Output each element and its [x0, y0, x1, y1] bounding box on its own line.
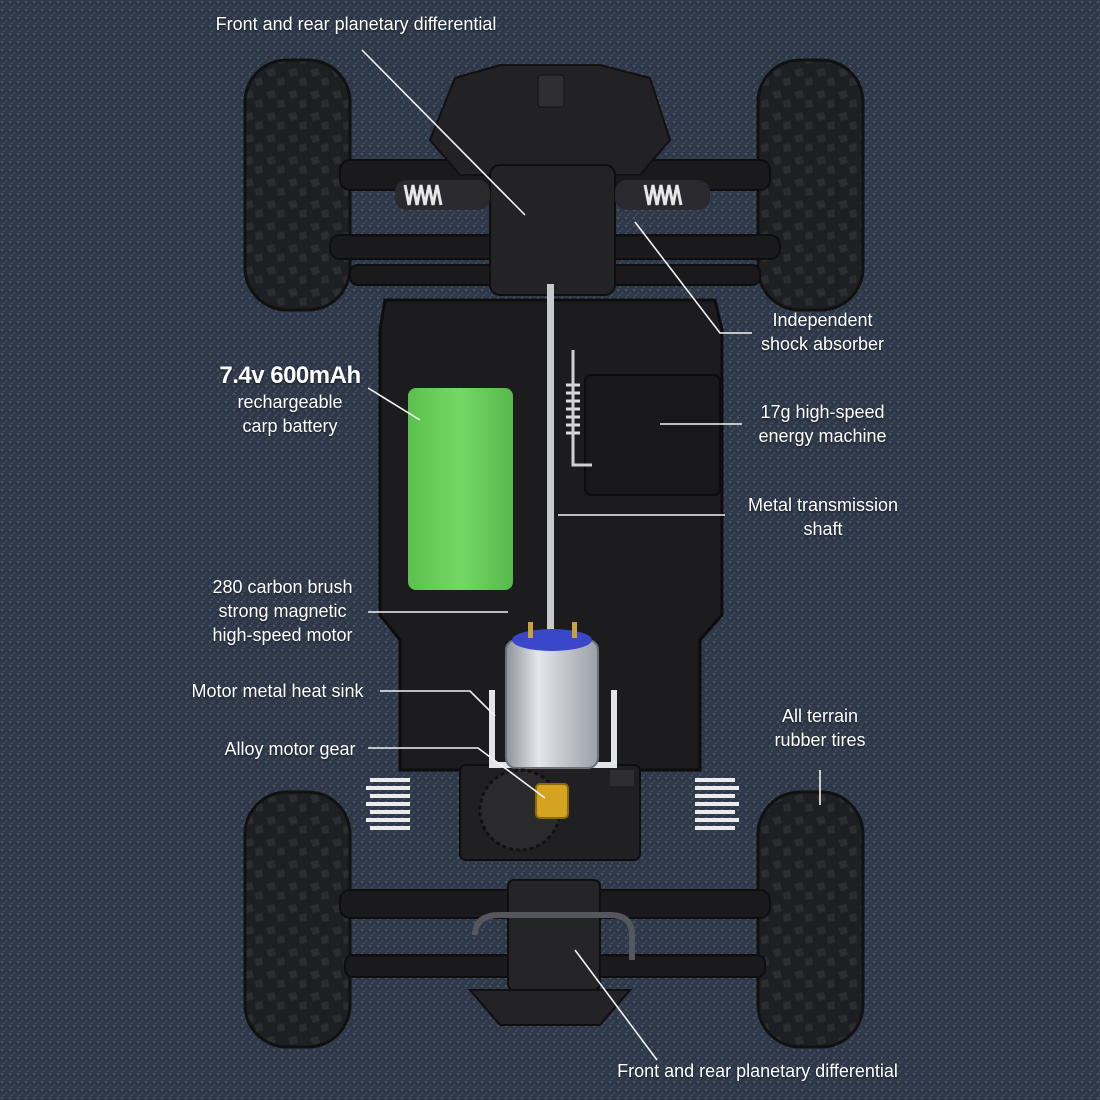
- front-differential-housing: [489, 164, 616, 296]
- front-shock-left: [395, 180, 490, 210]
- front-shock-right: [615, 180, 710, 210]
- alloy-motor-gear: [535, 783, 569, 819]
- label-motor-gear: Alloy motor gear: [224, 739, 356, 759]
- tire-rear-left: [243, 790, 352, 1049]
- receiver-box: [584, 374, 721, 496]
- label-shock-absorber: Independent shock absorber: [760, 310, 885, 354]
- label-differential-top: Front and rear planetary differential: [215, 14, 497, 34]
- label-battery: 7.4v 600mAh rechargeable carp battery: [200, 362, 380, 438]
- rear-axle-link: [472, 912, 635, 960]
- label-energy-machine: 17g high-speed energy machine: [758, 402, 887, 446]
- tire-front-right: [756, 58, 865, 312]
- rear-shock-left: [366, 778, 410, 830]
- label-differential-bottom: Front and rear planetary differential: [617, 1061, 898, 1081]
- transmission-shaft: [547, 284, 554, 644]
- motor: [505, 622, 599, 769]
- rear-differential-housing: [507, 879, 601, 991]
- rear-skid-plate: [467, 989, 633, 1026]
- label-tires: All terrain rubber tires: [774, 706, 866, 750]
- label-motor: 280 carbon brush strong magnetic high-sp…: [212, 577, 353, 645]
- rear-shock-right: [695, 778, 739, 830]
- battery-spec: 7.4v 600mAh: [219, 362, 361, 389]
- gearbox-tab: [610, 770, 634, 786]
- tire-front-left: [243, 58, 352, 312]
- label-heat-sink: Motor metal heat sink: [191, 681, 364, 701]
- battery: [408, 388, 513, 590]
- servo-link: [571, 350, 592, 467]
- leader-lines: [361, 49, 821, 1061]
- tire-rear-right: [756, 790, 865, 1049]
- label-transmission-shaft: Metal transmission shaft: [747, 495, 899, 539]
